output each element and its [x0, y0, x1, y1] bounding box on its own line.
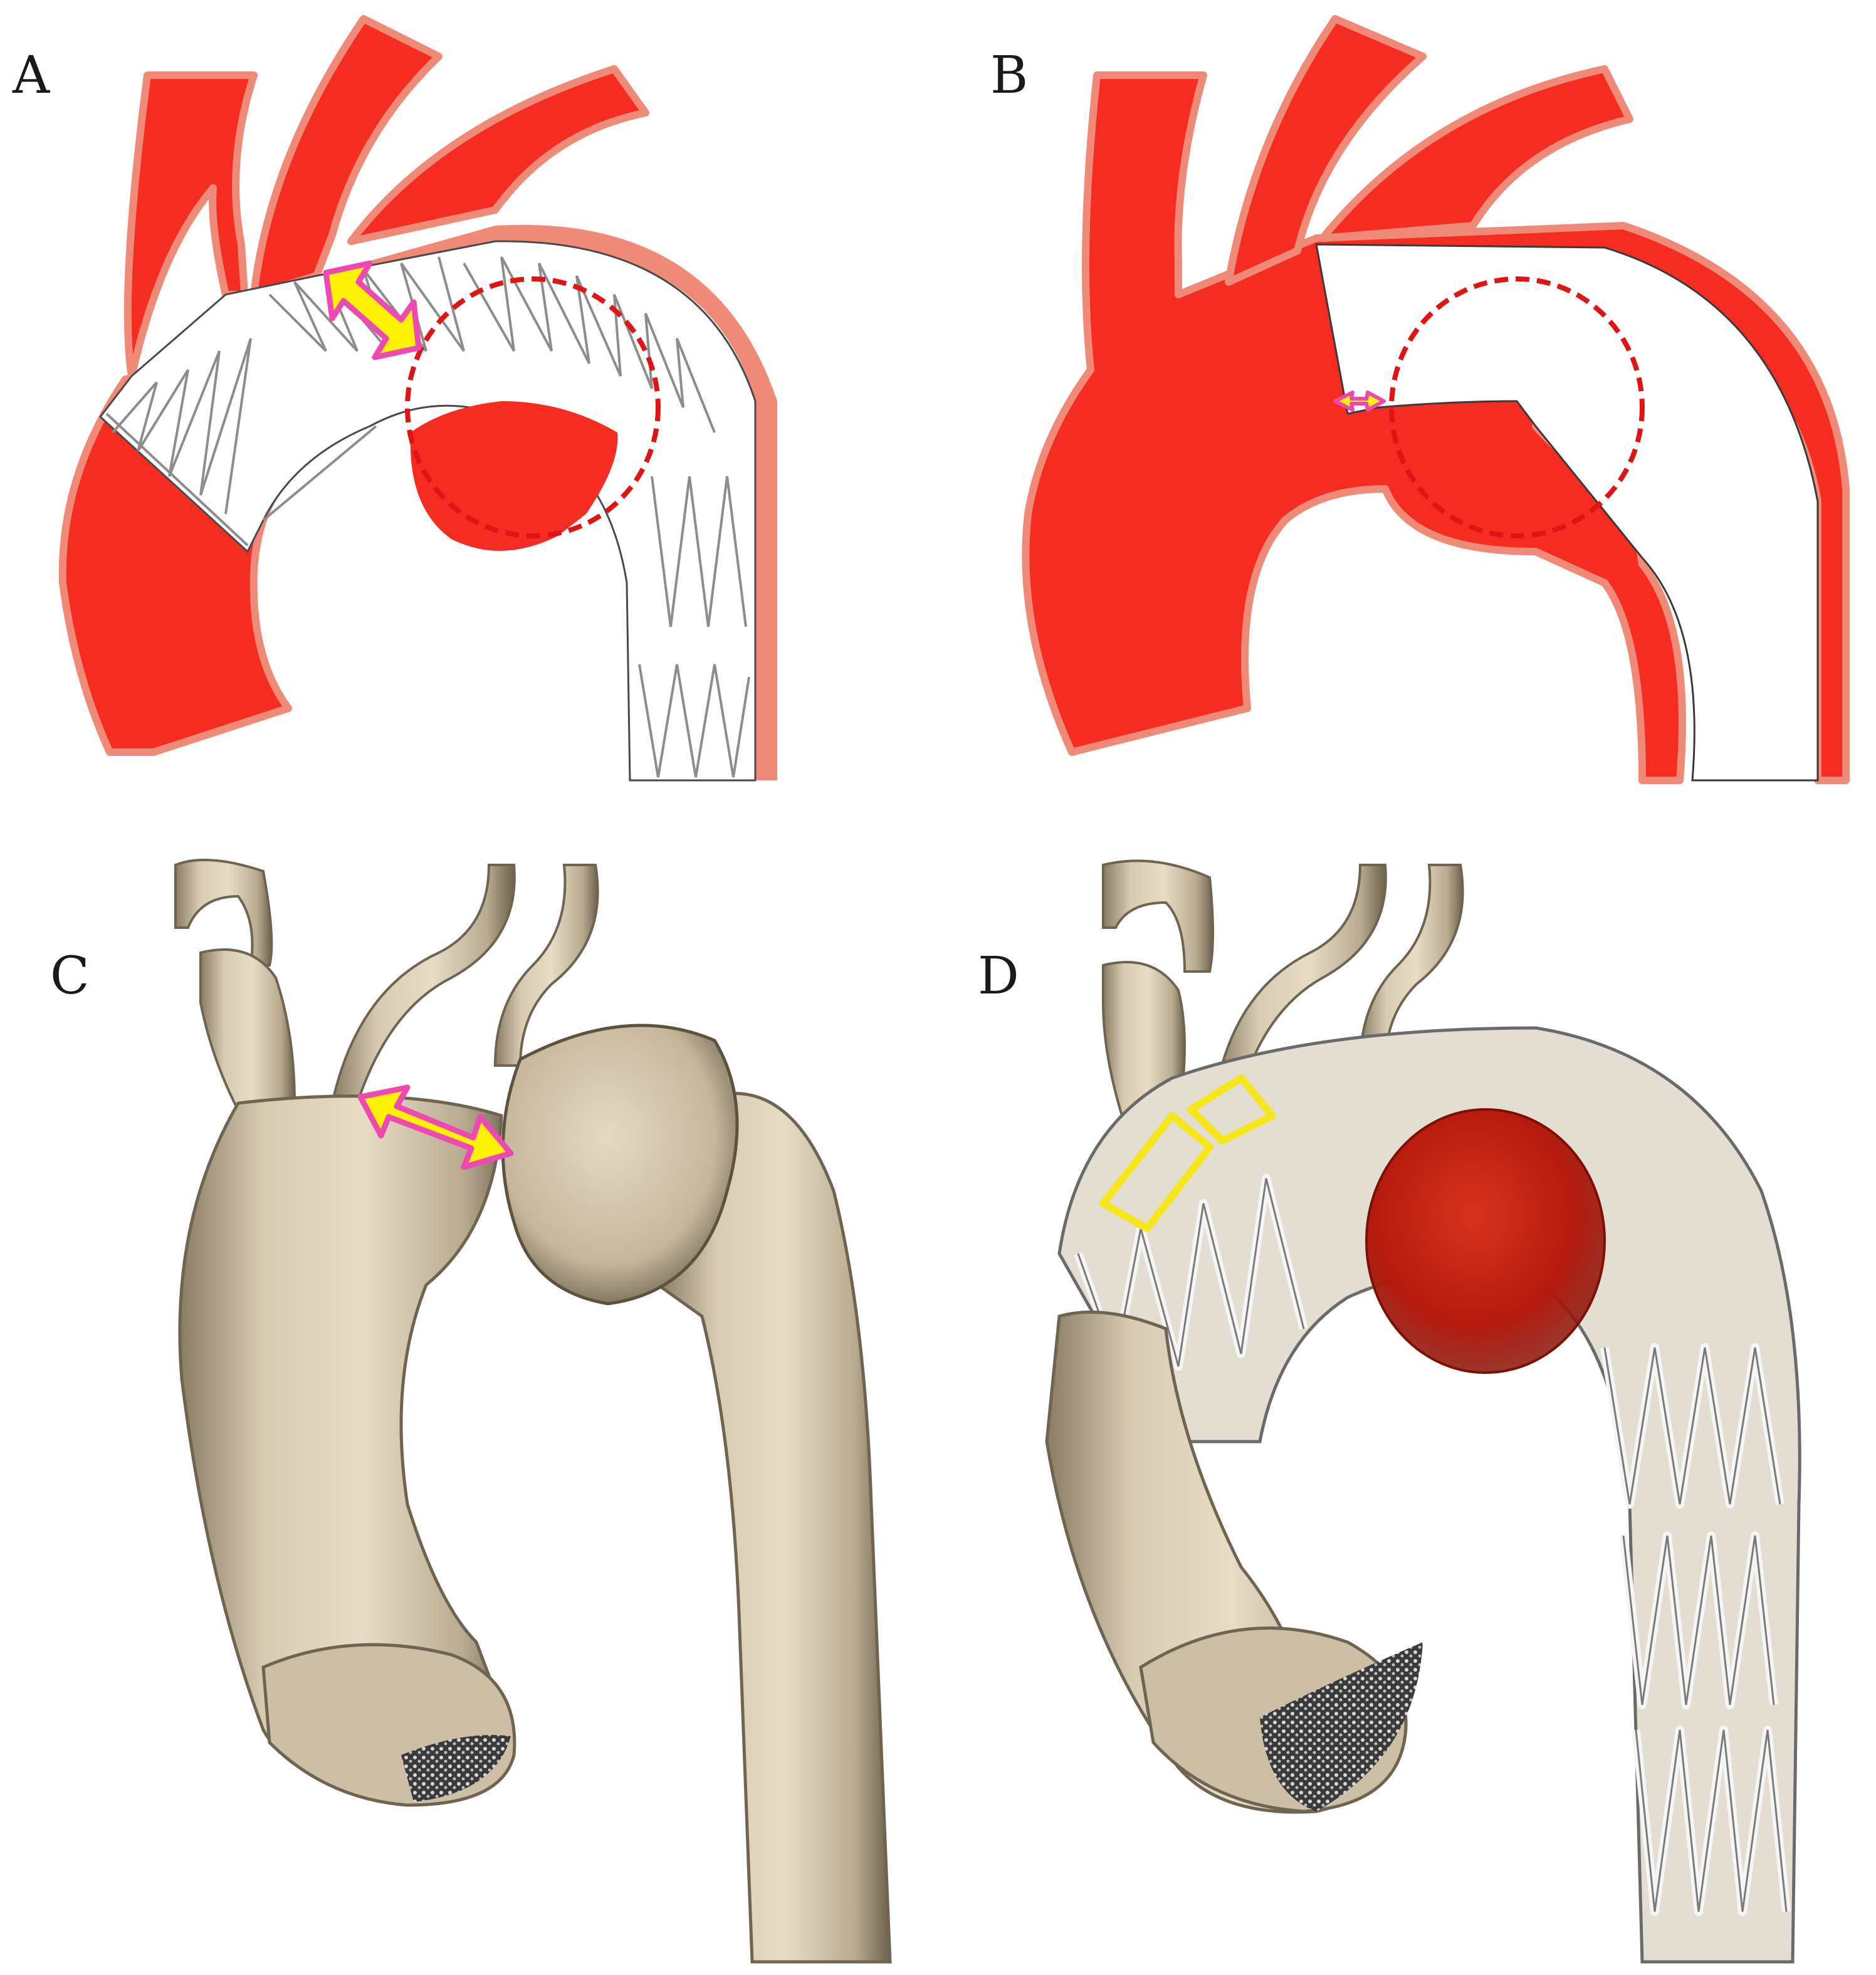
panel-label-d: D [978, 946, 1019, 1006]
descending-aorta-c [656, 1091, 892, 1964]
panel-label-c: C [50, 946, 90, 1006]
aneurysm-bulge-c [501, 1024, 739, 1306]
aneurysm-sac-a [410, 401, 618, 551]
aneurysm-highlight-d [1365, 1108, 1606, 1374]
branch-vessel-left-subclavian [347, 65, 649, 245]
aneurysm-outline-a [405, 276, 661, 538]
branch-tube-c2 [330, 864, 516, 1104]
branch-vessel-b2 [1225, 15, 1427, 286]
panel-c-3d-render: C [50, 859, 892, 1964]
branch-tube-d4 [1102, 961, 1186, 1117]
panel-b-schematic: B [990, 15, 1850, 784]
panel-a-schematic: A [12, 15, 777, 782]
valve-mesh-c [401, 1735, 511, 1802]
valve-mesh-d [1260, 1642, 1423, 1811]
highlight-box-1 [1099, 1112, 1213, 1232]
aortic-arch-b [1022, 71, 1850, 784]
branch-tube-c4 [199, 948, 296, 1124]
panel-label-a: A [12, 46, 51, 105]
panel-d-3d-render: D [978, 859, 1801, 1964]
branch-tube-d1 [1102, 859, 1214, 973]
highlight-box-2 [1187, 1074, 1276, 1145]
double-arrow-icon-small [1333, 390, 1386, 412]
branch-tube-c1 [174, 859, 273, 967]
aneurysm-outline-b [1389, 276, 1645, 538]
branch-vessel-b3 [1319, 65, 1633, 242]
double-arrow-icon [323, 260, 422, 360]
branch-vessel-brachiocephalic [123, 71, 258, 380]
double-arrow-icon-c [357, 1084, 514, 1170]
graft-lumen-b [1315, 243, 1819, 782]
stent-wire-pattern [105, 256, 750, 778]
panel-label-b: B [990, 46, 1028, 105]
